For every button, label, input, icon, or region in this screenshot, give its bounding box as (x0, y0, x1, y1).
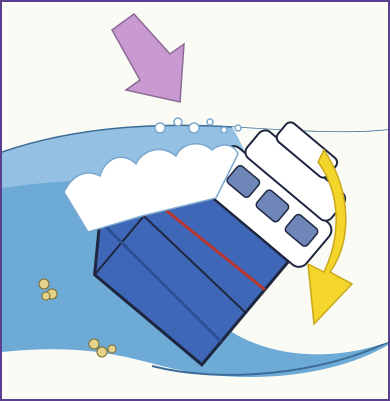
illustration (2, 2, 388, 399)
